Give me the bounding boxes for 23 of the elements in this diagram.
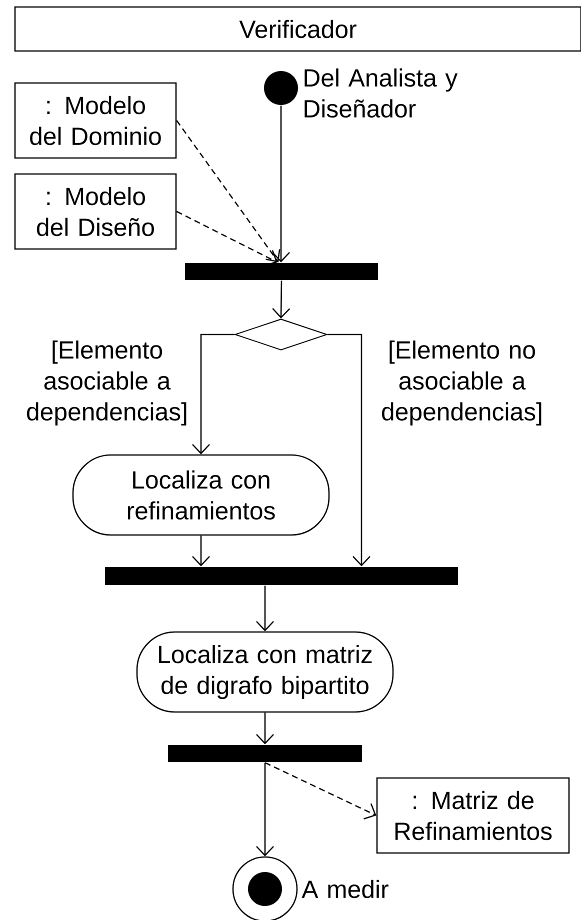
arrow (264, 762, 376, 820)
arrow (176, 120, 280, 262)
object-box: : Matriz de Refinamientos (376, 777, 570, 854)
arrow (272, 280, 290, 318)
sync-bar (185, 263, 378, 280)
arrow (272, 106, 290, 262)
arrow (192, 536, 210, 566)
arrow (192, 334, 234, 454)
sync-bar (105, 567, 458, 585)
object-box: : Modelo del Dominio (14, 82, 177, 159)
guard-label: [Elemento asociable a dependencias] (27, 340, 186, 426)
guard-label: [Elemento no asociable a dependencias] (382, 340, 542, 426)
header-box: Verificador (14, 6, 581, 52)
activity-box: Localiza con matriz de digrafo bipartito (136, 631, 394, 713)
arrow (256, 762, 274, 856)
arrow (328, 334, 370, 566)
node-caption: A medir (302, 880, 388, 898)
node-caption: Del Analista y Diseñador (304, 68, 458, 118)
activity-box: Localiza con refinamientos (72, 454, 330, 536)
arrow (256, 712, 274, 744)
sync-bar (168, 745, 362, 762)
arrow (256, 586, 274, 632)
object-box: : Modelo del Diseño (14, 173, 177, 250)
